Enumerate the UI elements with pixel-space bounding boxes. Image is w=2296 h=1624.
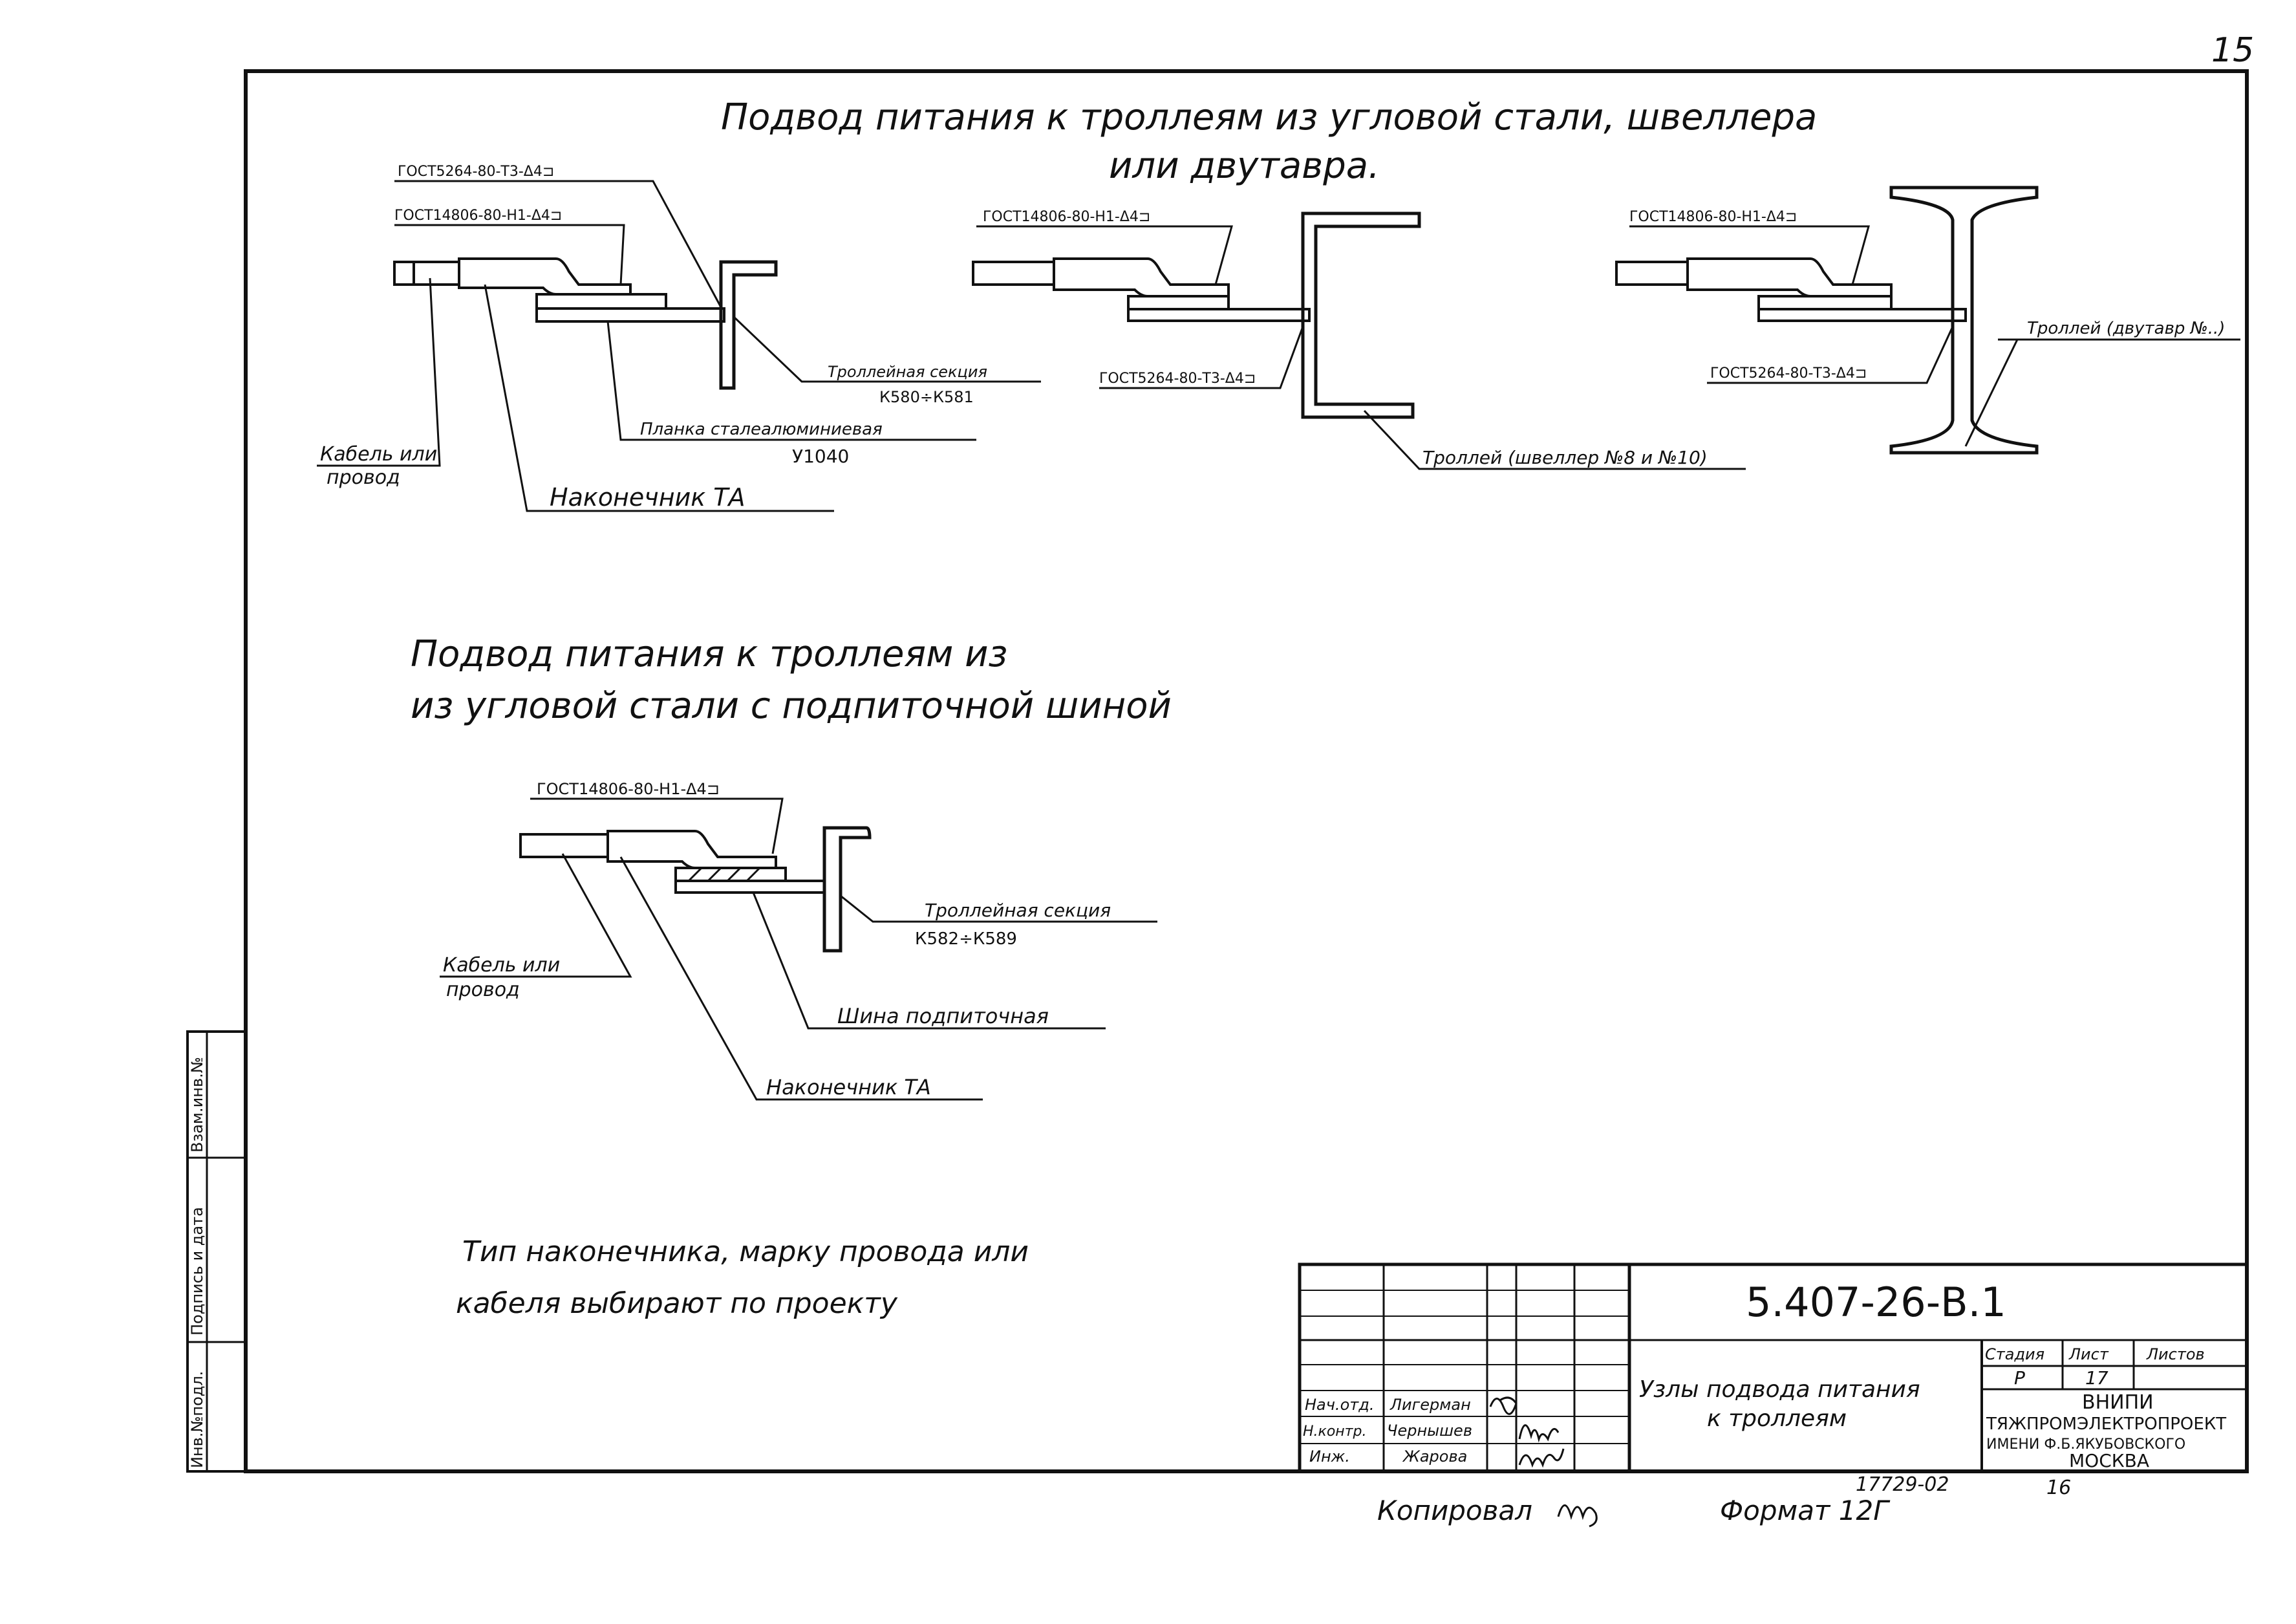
channel-gost-low: ГОСТ5264-80-Т3-Δ4⊐ xyxy=(1099,371,1256,387)
copier-signature xyxy=(1557,1504,1598,1528)
role-control: Н.контр. xyxy=(1303,1424,1366,1440)
stage-label: Стадия xyxy=(1985,1345,2044,1363)
busbar-gost: ГОСТ14806-80-Н1-Δ4⊐ xyxy=(537,780,720,798)
note-line1: Тип наконечника, марку провода или xyxy=(462,1235,1029,1268)
doc-code: 5.407-26-В.1 xyxy=(1746,1279,2006,1326)
ibeam-gost-low: ГОСТ5264-80-Т3-Δ4⊐ xyxy=(1710,365,1867,382)
stamp-sign-label: Подпись и дата xyxy=(188,1207,206,1336)
sheet-label: Лист xyxy=(2068,1345,2109,1363)
role-head: Нач.отд. xyxy=(1305,1396,1374,1414)
section1-title-line2: или двутавра. xyxy=(1109,145,1380,187)
footer-archive-no: 17729-02 xyxy=(1856,1473,1949,1496)
org-line1: ВНИПИ xyxy=(2082,1391,2154,1414)
busbar-cable-line2: провод xyxy=(446,979,520,1001)
stamp-inv-label: Инв.№подл. xyxy=(188,1371,206,1468)
footer-archive-sheet: 16 xyxy=(2046,1477,2071,1499)
angle-section-label: Троллейная секция xyxy=(828,363,987,381)
name-head: Лигерман xyxy=(1389,1396,1471,1414)
angle-gost-mid: ГОСТ14806-80-Н1-Δ4⊐ xyxy=(394,208,562,224)
ibeam-trolley-label: Троллей (двутавр №..) xyxy=(2027,319,2225,338)
side-stamp: Инв.№подл. Подпись и дата Взам.инв.№ xyxy=(186,1030,247,1473)
busbar-bus-label: Шина подпиточная xyxy=(837,1004,1049,1028)
angle-plate-label: Планка сталеалюминиевая xyxy=(640,420,883,439)
ibeam-detail xyxy=(1615,186,2240,455)
title-block xyxy=(1298,1262,2249,1473)
role-engineer: Инж. xyxy=(1309,1447,1350,1466)
busbar-section-code: К582÷К589 xyxy=(915,929,1017,949)
busbar-cable-line1: Кабель или xyxy=(443,954,560,977)
angle-detail xyxy=(317,180,1041,512)
sheets-label: Листов xyxy=(2146,1345,2205,1363)
sheet-value: 17 xyxy=(2085,1367,2108,1389)
busbar-lug-label: Наконечник ТА xyxy=(766,1075,931,1099)
stage-value: Р xyxy=(2014,1367,2025,1389)
note-line2: кабеля выбирают по проекту xyxy=(456,1287,898,1320)
channel-trolley-label: Троллей (швеллер №8 и №10) xyxy=(1422,447,1708,468)
sheet-frame xyxy=(244,69,2249,1473)
angle-section-code: К580÷К581 xyxy=(879,388,974,406)
footer-format: Формат 12Г xyxy=(1720,1495,1891,1526)
angle-cable-line2: провод xyxy=(327,466,400,489)
angle-cable-line1: Кабель или xyxy=(320,443,437,466)
busbar-section-label: Троллейная секция xyxy=(925,900,1111,921)
angle-gost-top: ГОСТ5264-80-Т3-Δ4⊐ xyxy=(398,164,554,180)
org-line3: ИМЕНИ Ф.Б.ЯКУБОВСКОГО xyxy=(1986,1436,2185,1453)
footer-copied: Копировал xyxy=(1377,1495,1532,1526)
ibeam-gost-top: ГОСТ14806-80-Н1-Δ4⊐ xyxy=(1629,209,1797,225)
busbar-detail xyxy=(440,797,1157,1101)
page-number: 15 xyxy=(2211,31,2254,70)
name-engineer: Жарова xyxy=(1402,1447,1467,1466)
signature-marks xyxy=(1489,1396,1565,1468)
angle-plate-code: У1040 xyxy=(792,446,849,467)
drawing-title-line2: к троллеям xyxy=(1707,1405,1847,1432)
section2-title-line2: из угловой стали с подпиточной шиной xyxy=(411,685,1172,727)
channel-gost-top: ГОСТ14806-80-Н1-Δ4⊐ xyxy=(983,209,1150,225)
org-line2: ТЯЖПРОМЭЛЕКТРОПРОЕКТ xyxy=(1986,1414,2226,1434)
name-control: Чернышев xyxy=(1387,1422,1472,1440)
section1-title-line1: Подвод питания к троллеям из угловой ста… xyxy=(721,96,1817,138)
org-line4: МОСКВА xyxy=(2069,1450,2149,1471)
angle-lug-label: Наконечник ТА xyxy=(550,483,746,512)
stamp-replace-label: Взам.инв.№ xyxy=(188,1057,206,1153)
section2-title-line1: Подвод питания к троллеям из xyxy=(411,633,1007,675)
drawing-title-line1: Узлы подвода питания xyxy=(1639,1376,1920,1403)
channel-detail xyxy=(972,211,1746,470)
